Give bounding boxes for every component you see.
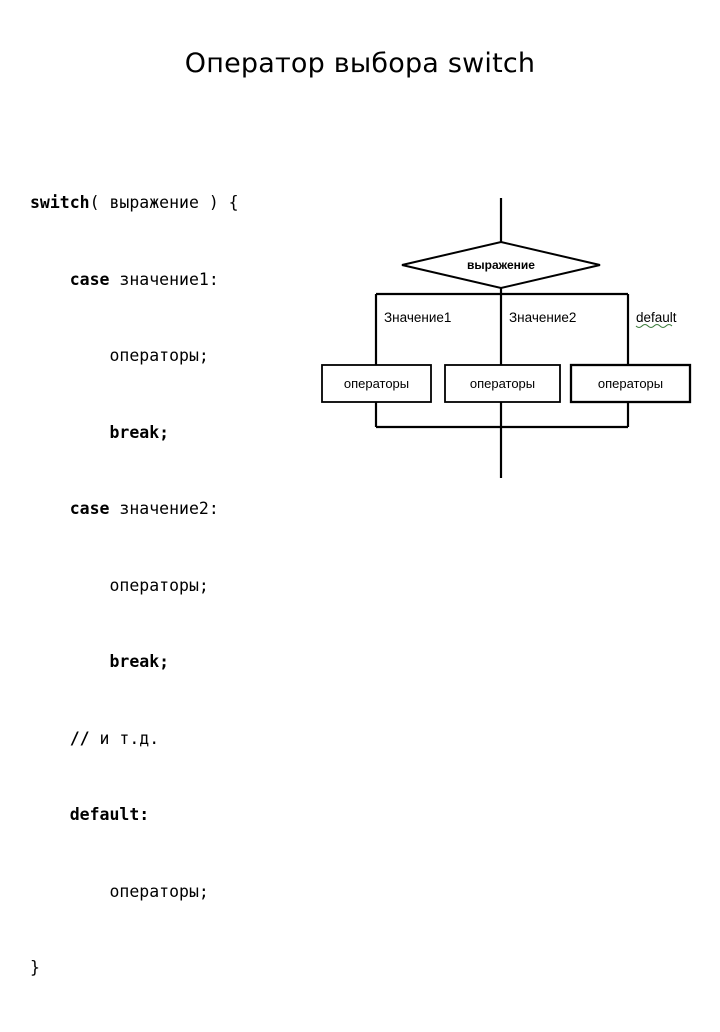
code-comment-text: и т.д. [89,728,160,748]
code-text: ( выражение ) { [89,193,239,212]
process-box-label-3: операторы [598,376,663,391]
code-line: операторы; [30,343,370,369]
branch-label-3: default [636,310,677,325]
code-line: операторы; [30,879,370,905]
code-keyword: case [69,499,110,518]
branch-label-2: Значение2 [509,310,576,325]
code-line: операторы; [30,573,370,599]
code-line: default: [30,802,370,828]
code-text: операторы; [109,346,209,365]
process-box-label-1: операторы [344,376,409,391]
decision-label: выражение [467,258,535,272]
process-box-3 [569,363,692,404]
code-line: break; [30,649,370,675]
code-text: } [30,958,40,977]
code-line: } [30,955,370,981]
code-text: значение1: [109,269,219,289]
code-line: break; [30,420,370,446]
code-text: операторы; [109,575,209,595]
process-box-label-2: операторы [470,376,535,391]
branch-label-1: Значение1 [384,310,451,325]
code-line: switch( выражение ) { [30,190,370,216]
code-comment-marker: // [69,728,90,748]
code-keyword: break; [109,422,170,442]
process-box-2 [444,364,561,403]
slide-canvas: Оператор выбора switch switch( выражение… [30,48,720,977]
flowchart-diagram: выражение Значение1 Значение2 default оп… [300,170,720,500]
code-line: case значение2: [30,496,370,522]
code-text: операторы; [109,881,209,901]
page-title: Оператор выбора switch [184,48,536,79]
spellcheck-squiggle [635,324,673,328]
code-keyword: break; [109,652,170,671]
code-line: // и т.д. [30,726,370,752]
code-line: case значение1: [30,267,370,293]
code-keyword: switch [30,193,90,212]
code-keyword: default: [69,805,150,824]
code-keyword: case [69,269,110,289]
code-text: значение2: [109,499,219,518]
